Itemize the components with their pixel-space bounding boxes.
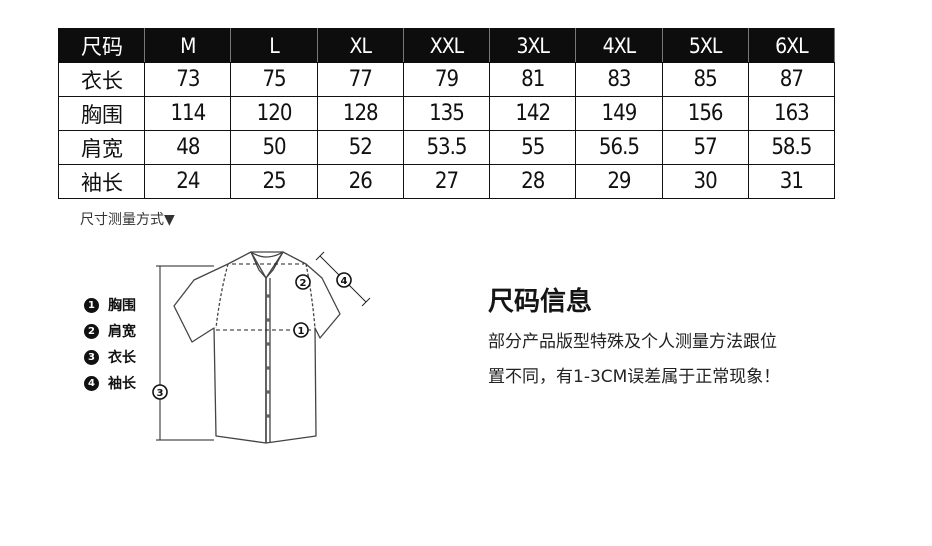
table-cell: 25 — [230, 164, 318, 199]
legend-item-sleeve: 4 袖长 — [84, 370, 136, 396]
shirt-buttons — [266, 294, 270, 418]
table-cell: 73 — [144, 62, 232, 97]
table-cell: 128 — [316, 96, 404, 131]
legend-item-length: 3 衣长 — [84, 344, 136, 370]
row-label-shoulder: 肩宽 — [57, 130, 146, 165]
size-chart-table: 尺码 M L XL XXL 3XL 4XL 5XL 6XL 衣长 73 75 7… — [57, 28, 836, 199]
size-info-line-2: 置不同，有1-3CM误差属于正常现象！ — [488, 367, 781, 387]
table-cell: 149 — [575, 96, 663, 131]
table-cell: 120 — [230, 96, 318, 131]
table-cell: 24 — [144, 164, 232, 199]
row-label-sleeve: 袖长 — [57, 164, 146, 199]
table-row: 胸围 114 120 128 135 142 149 156 163 — [57, 96, 836, 131]
table-cell: 52 — [316, 130, 404, 165]
number-badge-icon: 1 — [84, 297, 99, 313]
size-col-l: L — [230, 28, 318, 63]
table-cell: 156 — [661, 96, 749, 131]
number-badge-icon: 2 — [84, 323, 99, 339]
size-col-5xl: 5XL — [661, 28, 749, 63]
marker-shoulder-icon: 2 — [295, 274, 311, 290]
table-cell: 79 — [402, 62, 491, 97]
table-cell: 30 — [661, 164, 749, 199]
legend-label: 衣长 — [108, 350, 136, 366]
measure-guides — [156, 251, 371, 441]
table-cell: 50 — [230, 130, 318, 165]
row-label-chest: 胸围 — [57, 96, 146, 131]
legend-item-chest: 1 胸围 — [84, 292, 136, 318]
table-cell: 87 — [747, 62, 836, 97]
table-cell: 81 — [489, 62, 577, 97]
size-info-line-1: 部分产品版型特殊及个人测量方法跟位 — [488, 332, 777, 352]
table-cell: 135 — [402, 96, 491, 131]
legend-label: 袖长 — [108, 376, 136, 392]
number-badge-icon: 3 — [84, 349, 99, 365]
table-cell: 29 — [575, 164, 663, 199]
size-header-row: 尺码 M L XL XXL 3XL 4XL 5XL 6XL — [57, 28, 836, 63]
table-cell: 53.5 — [402, 130, 491, 165]
number-badge-icon: 4 — [84, 375, 99, 391]
table-cell: 83 — [575, 62, 663, 97]
table-cell: 31 — [747, 164, 836, 199]
measure-method-title: 尺寸测量方式▼ — [80, 212, 175, 228]
svg-text:2: 2 — [300, 278, 307, 289]
table-cell: 85 — [661, 62, 749, 97]
table-cell: 114 — [144, 96, 232, 131]
table-cell: 77 — [316, 62, 404, 97]
legend-label: 肩宽 — [108, 324, 136, 340]
table-cell: 56.5 — [575, 130, 663, 165]
size-col-3xl: 3XL — [489, 28, 577, 63]
table-cell: 163 — [747, 96, 836, 131]
svg-text:3: 3 — [157, 388, 164, 399]
svg-text:1: 1 — [298, 326, 305, 337]
svg-text:4: 4 — [341, 276, 348, 287]
legend-label: 胸围 — [108, 298, 136, 314]
size-col-4xl: 4XL — [575, 28, 663, 63]
marker-sleeve-icon: 4 — [336, 272, 352, 288]
table-row: 袖长 24 25 26 27 28 29 30 31 — [57, 164, 836, 199]
table-cell: 28 — [489, 164, 577, 199]
table-cell: 48 — [144, 130, 232, 165]
size-col-6xl: 6XL — [747, 28, 836, 63]
table-row: 肩宽 48 50 52 53.5 55 56.5 57 58.5 — [57, 130, 836, 165]
row-label-length: 衣长 — [57, 62, 146, 97]
legend-item-shoulder: 2 肩宽 — [84, 318, 136, 344]
table-cell: 55 — [489, 130, 577, 165]
marker-length-icon: 3 — [152, 384, 168, 400]
table-cell: 27 — [402, 164, 491, 199]
table-cell: 26 — [316, 164, 404, 199]
shirt-measurement-diagram: 1 2 3 4 — [152, 251, 371, 444]
table-cell: 142 — [489, 96, 577, 131]
marker-chest-icon: 1 — [293, 322, 309, 338]
measurement-legend: 1 胸围 2 肩宽 3 衣长 4 袖长 — [84, 292, 136, 396]
size-header-label: 尺码 — [57, 28, 146, 63]
table-row: 衣长 73 75 77 79 81 83 85 87 — [57, 62, 836, 97]
size-col-m: M — [144, 28, 232, 63]
table-cell: 57 — [661, 130, 749, 165]
table-cell: 58.5 — [747, 130, 836, 165]
diagram-markers: 1 2 3 4 — [152, 272, 352, 400]
shirt-outline-icon — [173, 251, 341, 444]
table-cell: 75 — [230, 62, 318, 97]
size-info-title: 尺码信息 — [488, 287, 593, 317]
size-col-xxl: XXL — [402, 28, 491, 63]
size-col-xl: XL — [316, 28, 404, 63]
